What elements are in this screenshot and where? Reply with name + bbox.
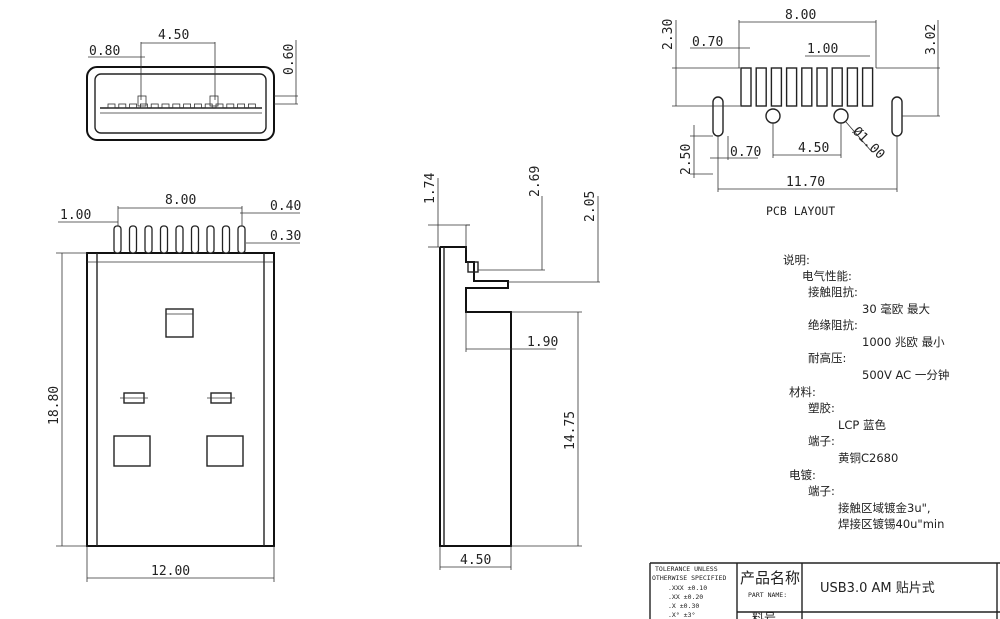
front-view-contact — [150, 103, 159, 109]
pcb-dim-p2: 1.00 — [807, 42, 838, 57]
pcb-pad — [831, 67, 843, 107]
pcb-pad — [861, 67, 874, 107]
top-view-pin — [221, 225, 231, 254]
pcb-dim-p3: 0.70 — [730, 145, 761, 160]
tb-name-value: USB3.0 AM 贴片式 — [820, 581, 935, 596]
top-dim-pin-width-b: 0.30 — [270, 229, 301, 244]
front-view-contact — [237, 103, 246, 109]
tb-tol-2: OTHERWISE SPECIFIED — [652, 574, 726, 582]
notes-plastic-value: LCP 蓝色 — [838, 418, 887, 432]
side-dim-d4: 1.90 — [527, 335, 558, 350]
pcb-dim-total: 8.00 — [785, 8, 816, 23]
notes-plating-value-1: 接触区域镀金3u", — [838, 501, 931, 515]
top-view-pin — [159, 225, 169, 254]
front-dim-pin-span: 4.50 — [158, 28, 189, 43]
front-view-contact — [226, 103, 235, 109]
front-view-latch — [209, 95, 219, 107]
pcb-dim-lh: 2.50 — [679, 144, 694, 175]
pcb-pad — [770, 67, 783, 107]
side-dim-d1: 1.74 — [423, 173, 438, 204]
notes-insulation-value: 1000 兆欧 最小 — [862, 335, 945, 349]
notes-plating-terminal: 端子: — [808, 484, 835, 498]
notes-terminal-value: 黄铜C2680 — [838, 451, 898, 465]
side-dim-d6: 4.50 — [460, 553, 491, 568]
top-view-pin — [128, 225, 138, 254]
pcb-dim-span: 11.70 — [786, 175, 825, 190]
tb-tol-1: TOLERANCE UNLESS — [655, 565, 718, 573]
top-dim-body-length: 18.80 — [47, 386, 62, 425]
notes-voltage-value: 500V AC 一分钟 — [862, 368, 949, 382]
side-dim-d2: 2.69 — [528, 166, 543, 197]
notes-voltage: 耐高压: — [808, 351, 846, 365]
front-view-contact — [161, 103, 170, 109]
notes-insulation-resistance: 绝缘阻抗: — [808, 318, 858, 332]
pcb-dim-p1: 0.70 — [692, 35, 723, 50]
top-view-pin — [206, 225, 215, 254]
tb-tol-6: .X° ±3° — [668, 611, 695, 619]
top-dim-body-width: 12.00 — [151, 564, 190, 579]
pcb-layout-title: PCB LAYOUT — [766, 204, 835, 218]
notes-contact-value: 30 毫欧 最大 — [862, 302, 930, 316]
side-dim-d5: 14.75 — [563, 411, 578, 450]
front-view: 4.50 0.80 0.60 — [86, 28, 298, 141]
notes-contact-resistance: 接触阻抗: — [808, 285, 858, 299]
front-view-contact — [247, 103, 256, 109]
title-block: TOLERANCE UNLESS OTHERWISE SPECIFIED .XX… — [649, 562, 1000, 619]
pcb-pad — [785, 67, 798, 107]
top-dim-pin-pitch: 1.00 — [60, 208, 91, 223]
tb-tol-3: .XXX ±0.10 — [668, 584, 707, 592]
top-dim-pin-width-a: 0.40 — [270, 199, 301, 214]
notes-plastic: 塑胶: — [808, 401, 835, 415]
pcb-layout: 8.00 2.30 0.70 1.00 3.02 2.50 0.70 4.50 … — [661, 8, 940, 218]
notes-header: 说明: — [783, 253, 810, 267]
top-view-pin — [144, 225, 153, 254]
tb-tol-5: .X ±0.30 — [668, 602, 699, 610]
top-view-pin — [175, 225, 184, 254]
front-view-contact — [118, 103, 127, 109]
pcb-dim-hole-dia: Ø1.00 — [849, 124, 887, 162]
front-dim-height: 0.60 — [282, 44, 297, 75]
pcb-dim-hole-span: 4.50 — [798, 141, 829, 156]
front-view-contact — [129, 103, 138, 109]
side-dim-d3: 2.05 — [583, 191, 598, 222]
pcb-pad — [816, 67, 828, 107]
tb-name-label-cn: 产品名称 — [740, 569, 800, 587]
front-view-contact — [172, 103, 181, 109]
notes-material: 材料: — [789, 385, 816, 399]
front-view-latch — [137, 95, 147, 107]
top-view-pin — [113, 225, 122, 254]
front-view-contact — [107, 103, 116, 109]
front-dim-wall: 0.80 — [89, 44, 120, 59]
pcb-pad — [846, 67, 859, 107]
notes-terminal: 端子: — [808, 434, 835, 448]
pcb-pad — [755, 67, 767, 107]
top-view-pin — [190, 225, 200, 254]
top-view: 8.00 1.00 0.40 0.30 18.80 12.00 — [47, 193, 301, 582]
top-dim-pitch-span: 8.00 — [165, 193, 196, 208]
tb-name-label-en: PART NAME: — [748, 591, 787, 599]
notes: 说明: 电气性能: 接触阻抗: 30 毫欧 最大 绝缘阻抗: 1000 兆欧 最… — [783, 253, 949, 531]
front-view-contact — [183, 103, 192, 109]
notes-electrical: 电气性能: — [802, 269, 852, 283]
front-view-contact — [193, 103, 202, 109]
side-view: 1.74 2.69 2.05 1.90 14.75 4.50 — [423, 166, 600, 570]
pcb-dim-r: 3.02 — [924, 24, 939, 55]
top-view-pin — [237, 225, 246, 254]
tb-next-row: 料号 — [752, 611, 776, 619]
notes-plating-value-2: 焊接区镀锡40u"min — [838, 517, 944, 531]
pcb-pad — [740, 67, 752, 107]
notes-plating: 电镀: — [789, 468, 816, 482]
pcb-pad — [801, 67, 813, 107]
pcb-dim-h: 2.30 — [661, 19, 676, 50]
tb-tol-4: .XX ±0.20 — [668, 593, 703, 601]
